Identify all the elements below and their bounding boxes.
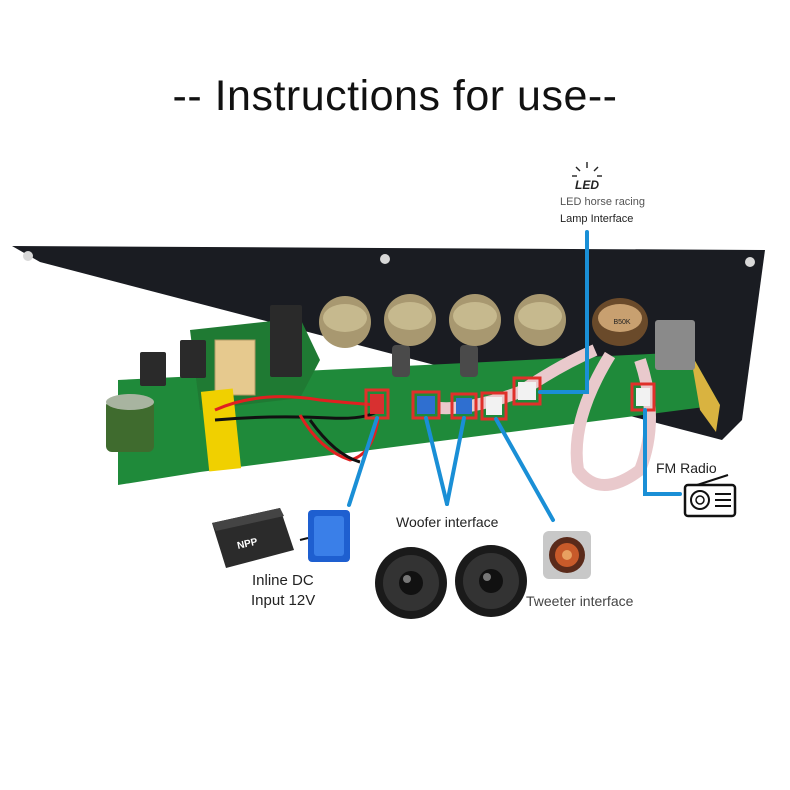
tweeter-speaker-icon bbox=[543, 531, 591, 579]
potentiometer bbox=[514, 294, 566, 346]
dc-callout-line bbox=[347, 416, 379, 507]
led-icon-text: LED bbox=[575, 178, 599, 192]
led-callout-line bbox=[538, 230, 589, 394]
tweeter-callout-line bbox=[494, 417, 555, 522]
led-label-line2: Lamp Interface bbox=[560, 213, 634, 225]
dc-input-label-line1: Inline DC bbox=[252, 572, 314, 589]
woofer-interface-label: Woofer interface bbox=[396, 514, 499, 530]
capacitor-large bbox=[106, 394, 154, 452]
battery-brand: NPP bbox=[236, 537, 259, 552]
woofer-speaker-icon bbox=[455, 545, 527, 617]
pot-marking: B50K bbox=[613, 319, 630, 326]
fm-callout-line bbox=[643, 408, 682, 496]
potentiometer bbox=[384, 294, 436, 346]
tweeter-interface-label: Tweeter interface bbox=[526, 593, 634, 609]
potentiometer-b50k: B50K bbox=[592, 298, 648, 346]
woofer-callout-line-1 bbox=[424, 416, 449, 506]
potentiometer bbox=[449, 294, 501, 346]
ribbon-cable bbox=[570, 351, 656, 491]
battery-icon: NPP bbox=[212, 508, 294, 568]
woofer-callout-line-2 bbox=[445, 416, 466, 506]
fm-radio-label: FM Radio bbox=[656, 460, 717, 476]
lithium-battery-pack-icon bbox=[299, 510, 350, 562]
woofer-speaker-icon bbox=[375, 547, 447, 619]
dc-input-label-line2: Input 12V bbox=[251, 592, 316, 609]
radio-icon bbox=[683, 474, 737, 518]
potentiometer bbox=[319, 296, 371, 348]
led-label-line1: LED horse racing bbox=[560, 196, 645, 208]
led-icon: LED bbox=[572, 162, 602, 192]
page-title: -- Instructions for use-- bbox=[172, 72, 618, 120]
